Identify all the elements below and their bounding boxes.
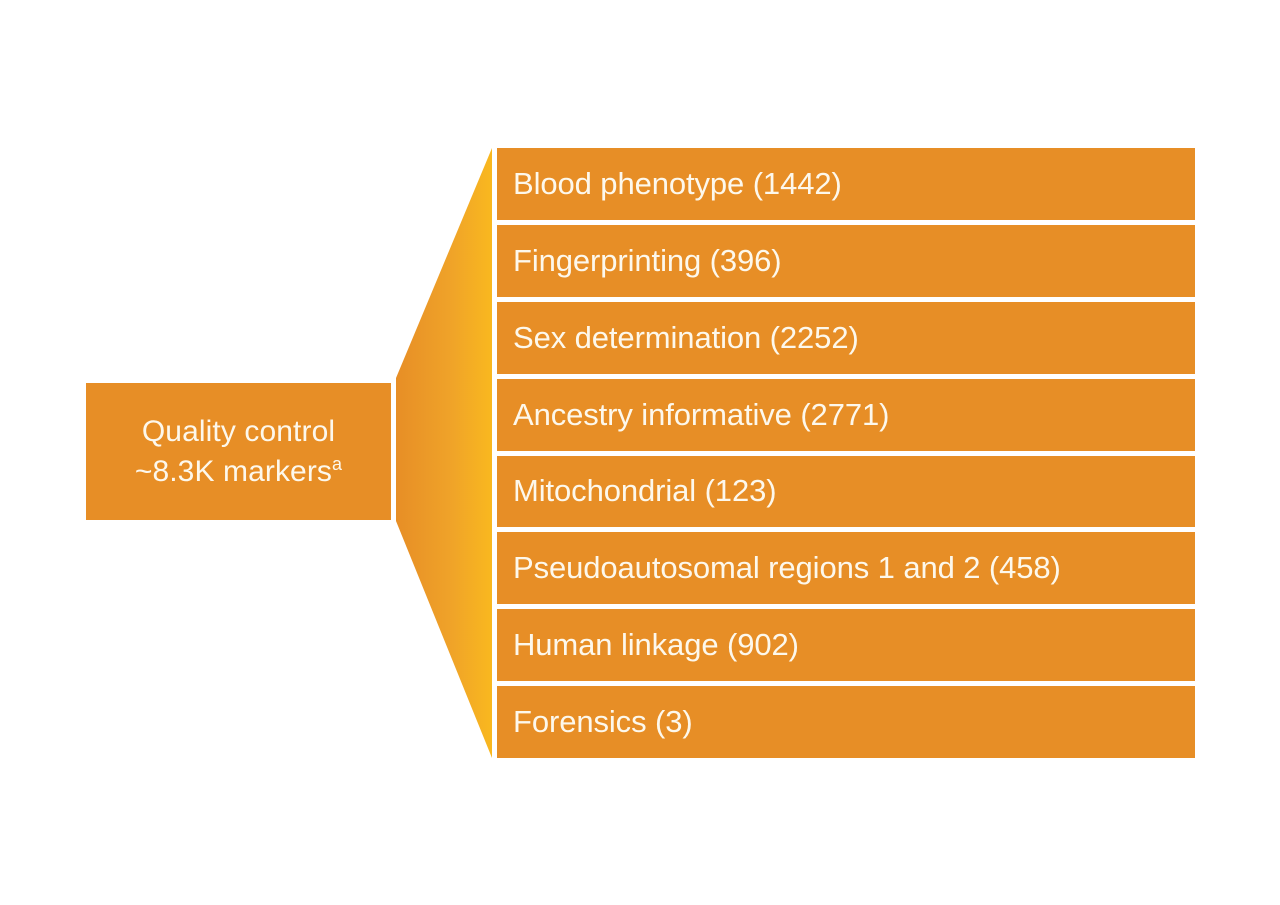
category-row-mitochondrial: Mitochondrial (123) [497, 455, 1195, 528]
category-row-ancestry-informative: Ancestry informative (2771) [497, 378, 1195, 451]
category-label: Mitochondrial (123) [513, 473, 777, 509]
category-label: Sex determination (2252) [513, 319, 859, 355]
source-node-quality-control: Quality control ~8.3K markersa [86, 383, 391, 520]
category-label: Blood phenotype (1442) [513, 165, 842, 201]
category-row-human-linkage: Human linkage (902) [497, 609, 1195, 682]
footnote-marker: a [332, 453, 343, 474]
category-label: Pseudoautosomal regions 1 and 2 (458) [513, 550, 1061, 586]
source-node-line-2-text: ~8.3K markers [134, 454, 333, 488]
category-row-sex-determination: Sex determination (2252) [497, 301, 1195, 374]
category-label: Human linkage (902) [513, 627, 799, 663]
category-label: Ancestry informative (2771) [513, 396, 890, 432]
category-label: Forensics (3) [513, 704, 693, 740]
funnel-arrow-icon [396, 148, 492, 758]
category-label: Fingerprinting (396) [513, 242, 782, 278]
category-bar-stack: Blood phenotype (1442) Fingerprinting (3… [497, 148, 1195, 758]
category-row-pseudoautosomal-regions: Pseudoautosomal regions 1 and 2 (458) [497, 532, 1195, 605]
category-row-blood-phenotype: Blood phenotype (1442) [497, 148, 1195, 220]
category-row-forensics: Forensics (3) [497, 686, 1195, 758]
source-node-line-2: ~8.3K markersa [135, 452, 342, 492]
source-node-line-1: Quality control [141, 414, 336, 448]
category-row-fingerprinting: Fingerprinting (396) [497, 224, 1195, 297]
